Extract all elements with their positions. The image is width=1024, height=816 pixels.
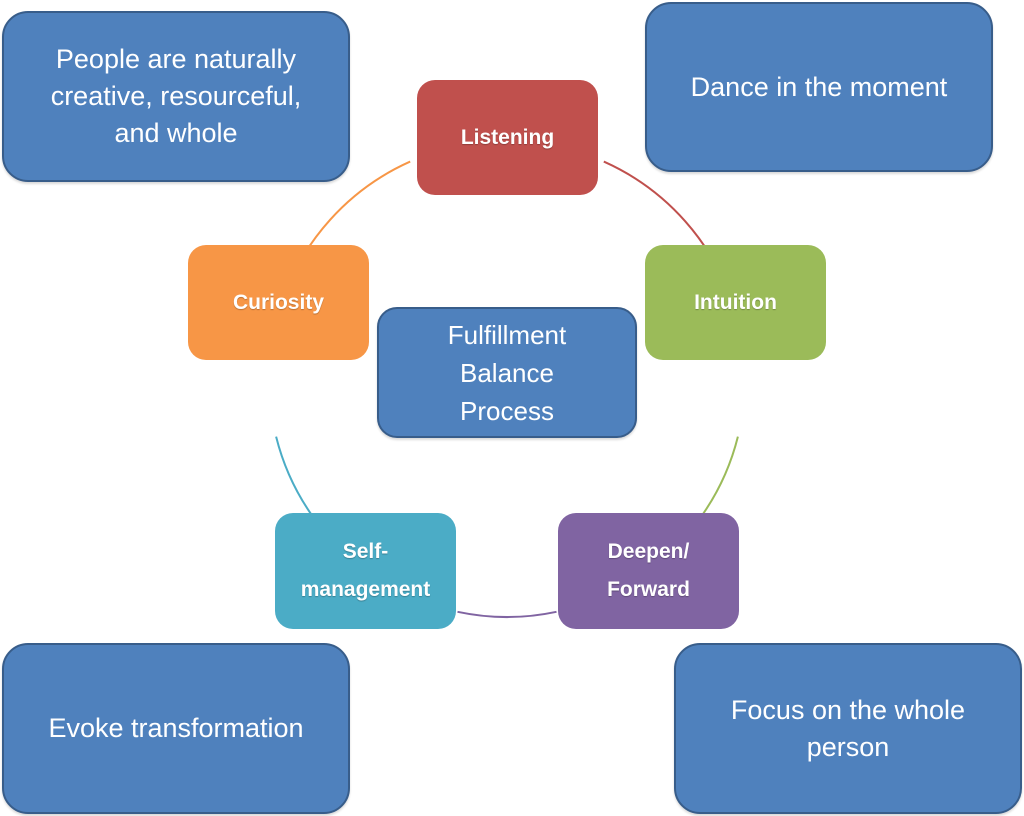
connector-deepen-self-management [457,610,557,619]
cycle-node-curiosity: Curiosity [188,245,369,360]
cycle-node-self-management: Self- management [275,513,456,629]
node-label: management [300,578,431,601]
node-label: Intuition [694,290,777,314]
center-text: Balance [460,357,554,388]
node-label: Listening [460,125,555,149]
principle-box-bottom-left: Evoke transformation [2,643,350,814]
principle-text: creative, resourceful, [50,81,302,111]
principle-box-top-right: Dance in the moment [645,2,993,172]
principle-text: People are naturally [55,44,297,74]
principle-text: and whole [114,118,238,148]
principle-box-bottom-right: Focus on the whole person [674,643,1022,814]
node-label: Deepen/ [607,540,690,563]
center-text: Process [460,395,554,426]
node-label: Self- [342,540,389,563]
center-box: Fulfillment Balance Process [377,307,637,438]
cycle-node-listening: Listening [417,80,598,195]
principle-text: person [806,731,890,762]
node-label: Forward [607,578,690,601]
principle-text: Focus on the whole [730,694,966,725]
principle-text: Dance in the moment [690,71,948,102]
center-text: Fulfillment [447,319,567,350]
cycle-node-deepen-forward: Deepen/ Forward [558,513,739,629]
principle-box-top-left: People are naturally creative, resourcef… [2,11,350,182]
node-label: Curiosity [232,290,324,314]
principle-text: Evoke transformation [48,713,304,743]
cycle-node-intuition: Intuition [645,245,826,360]
